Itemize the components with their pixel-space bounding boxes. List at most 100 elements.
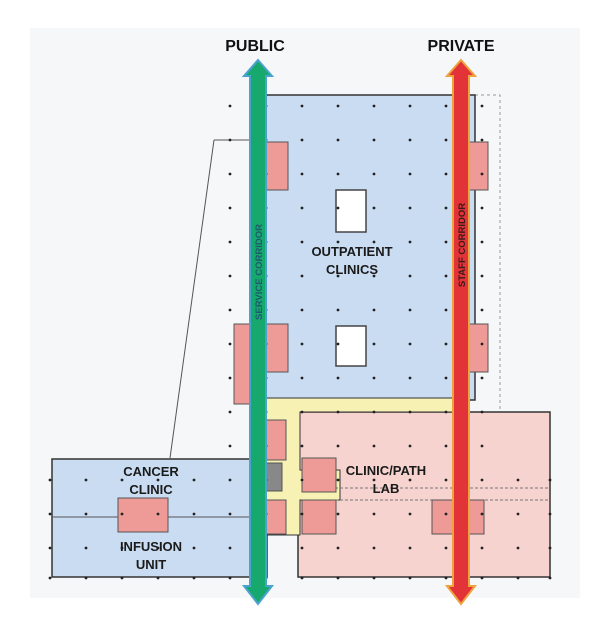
column-dot — [444, 444, 448, 448]
column-dot — [372, 444, 376, 448]
column-dot — [228, 478, 232, 482]
column-dot — [336, 308, 340, 312]
column-dot — [300, 576, 304, 580]
column-dot — [408, 274, 412, 278]
outpatient-label-line1: OUTPATIENT — [311, 244, 392, 259]
column-dot — [372, 138, 376, 142]
column-dot — [444, 410, 448, 414]
column-dot — [228, 274, 232, 278]
column-dot — [444, 342, 448, 346]
column-dot — [336, 576, 340, 580]
column-dot — [336, 376, 340, 380]
column-dot — [300, 172, 304, 176]
column-dot — [516, 576, 520, 580]
column-dot — [336, 138, 340, 142]
column-dot — [444, 172, 448, 176]
column-dot — [300, 274, 304, 278]
column-dot — [480, 274, 484, 278]
column-dot — [228, 240, 232, 244]
column-dot — [408, 240, 412, 244]
column-dot — [408, 576, 412, 580]
column-dot — [372, 410, 376, 414]
column-dot — [336, 478, 340, 482]
room — [335, 189, 367, 233]
column-dot — [228, 512, 232, 516]
column-dot — [228, 376, 232, 380]
column-dot — [300, 376, 304, 380]
column-dot — [480, 138, 484, 142]
core — [265, 141, 289, 191]
private-corridor-arrow — [444, 58, 478, 606]
column-dot — [120, 546, 124, 550]
column-dot — [300, 512, 304, 516]
column-dot — [372, 104, 376, 108]
column-dot — [228, 410, 232, 414]
column-dot — [300, 308, 304, 312]
column-dot — [444, 138, 448, 142]
column-dot — [120, 478, 124, 482]
column-dot — [516, 512, 520, 516]
column-dot — [336, 410, 340, 414]
service-corridor-label: SERVICE CORRIDOR — [254, 224, 265, 320]
column-dot — [156, 546, 160, 550]
column-dot — [228, 546, 232, 550]
column-dot — [156, 478, 160, 482]
column-dot — [480, 206, 484, 210]
column-dot — [300, 104, 304, 108]
column-dot — [228, 172, 232, 176]
column-dot — [228, 342, 232, 346]
column-dot — [408, 444, 412, 448]
column-dot — [120, 512, 124, 516]
column-dot — [516, 478, 520, 482]
column-dot — [336, 342, 340, 346]
public-label: PUBLIC — [225, 38, 285, 55]
column-dot — [84, 512, 88, 516]
column-dot — [548, 546, 552, 550]
column-dot — [84, 576, 88, 580]
column-dot — [516, 546, 520, 550]
column-dot — [192, 576, 196, 580]
column-dot — [444, 104, 448, 108]
column-dot — [336, 172, 340, 176]
column-dot — [192, 512, 196, 516]
column-dot — [192, 478, 196, 482]
column-dot — [48, 512, 52, 516]
column-dot — [480, 240, 484, 244]
column-dot — [480, 512, 484, 516]
lab-label-line1: CLINIC/PATH — [346, 463, 426, 478]
column-dot — [408, 104, 412, 108]
column-dot — [300, 342, 304, 346]
column-dot — [444, 206, 448, 210]
column-dot — [480, 546, 484, 550]
column-dot — [228, 104, 232, 108]
core — [301, 457, 337, 493]
building-outline-dashed — [475, 94, 501, 458]
elevator — [265, 462, 283, 492]
column-dot — [228, 444, 232, 448]
column-dot — [156, 512, 160, 516]
core — [265, 323, 289, 373]
core — [265, 499, 287, 535]
column-dot — [480, 104, 484, 108]
column-dot — [372, 342, 376, 346]
column-dot — [444, 576, 448, 580]
column-dot — [372, 308, 376, 312]
staff-corridor-label: STAFF CORRIDOR — [457, 203, 468, 287]
column-dot — [336, 240, 340, 244]
column-dot — [480, 478, 484, 482]
private-label: PRIVATE — [428, 38, 495, 55]
column-dot — [336, 546, 340, 550]
column-dot — [372, 478, 376, 482]
column-dot — [480, 576, 484, 580]
column-dot — [192, 546, 196, 550]
column-dot — [480, 342, 484, 346]
column-dot — [228, 138, 232, 142]
column-dot — [480, 444, 484, 448]
column-dot — [48, 478, 52, 482]
column-dot — [300, 410, 304, 414]
core — [265, 419, 287, 461]
column-dot — [444, 546, 448, 550]
column-dot — [48, 576, 52, 580]
column-dot — [408, 546, 412, 550]
column-dot — [408, 376, 412, 380]
